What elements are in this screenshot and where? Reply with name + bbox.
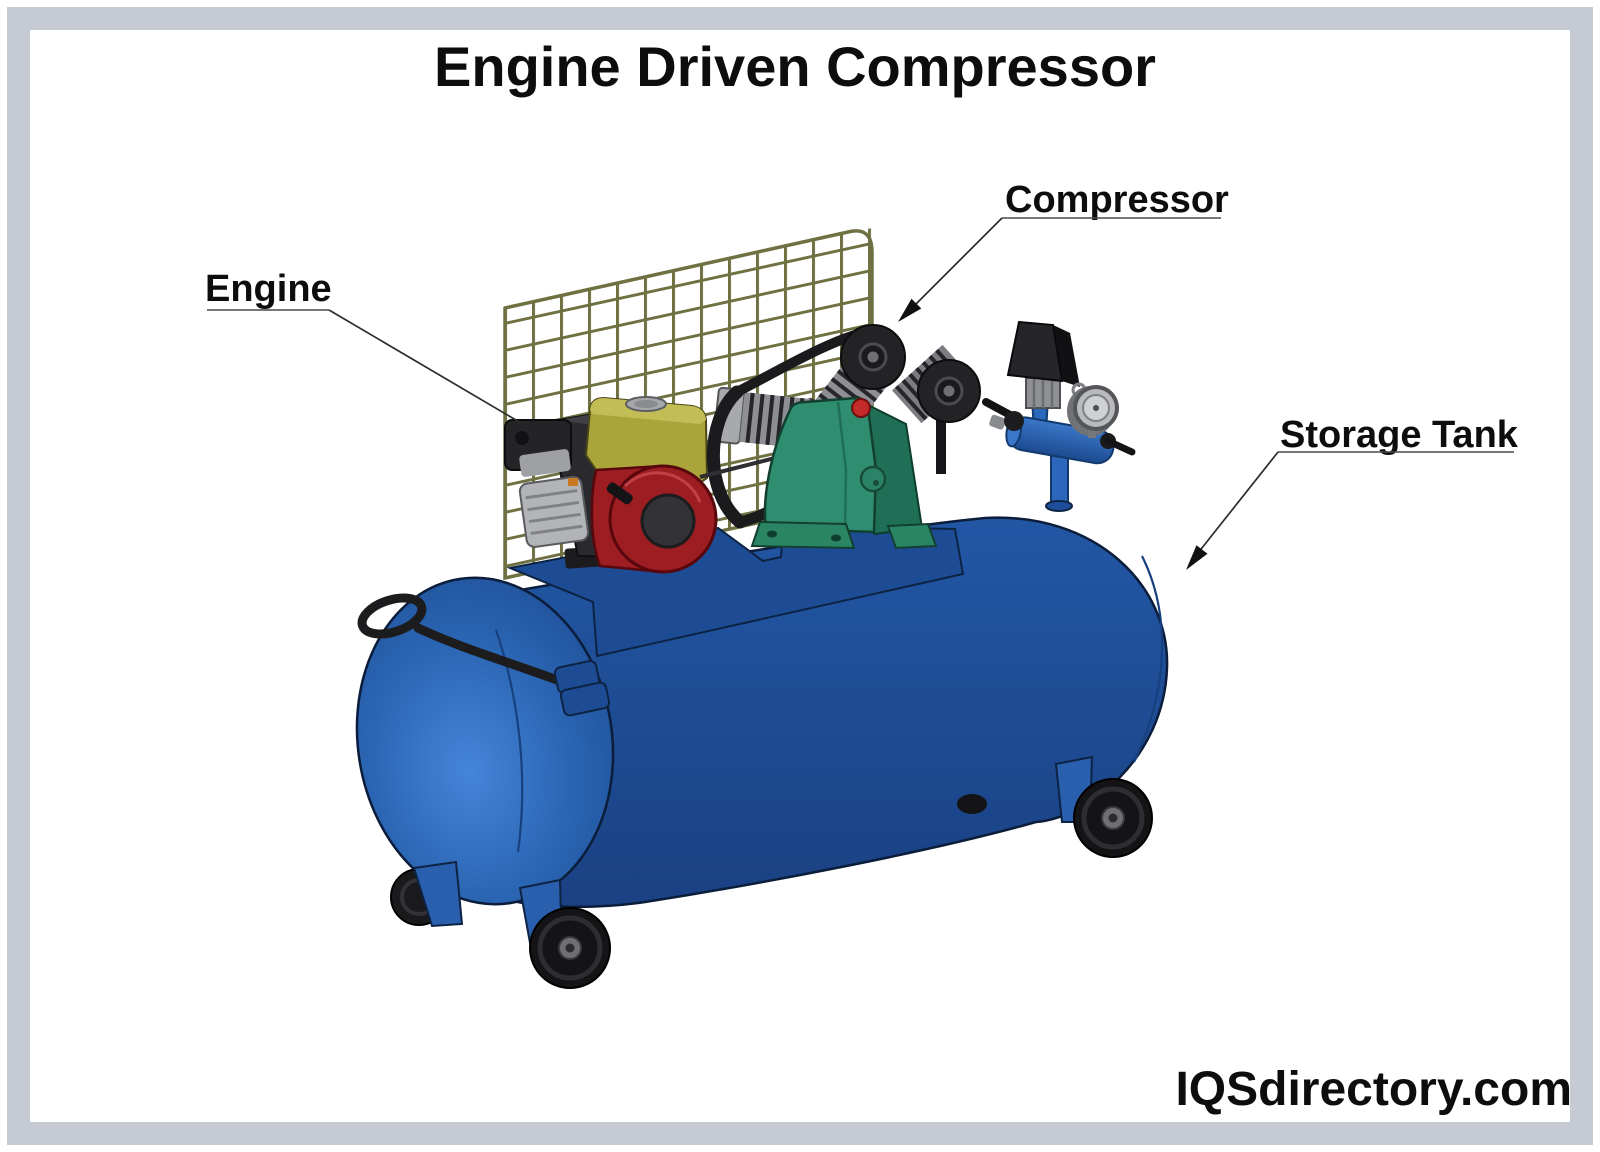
watermark: IQSdirectory.com bbox=[1175, 1063, 1572, 1116]
compressor-arrowhead bbox=[898, 298, 922, 322]
wheel-front-left-rim bbox=[537, 915, 603, 981]
flywheel-pulley-front bbox=[840, 324, 906, 390]
label-compressor: Compressor bbox=[1005, 179, 1229, 221]
leader-line-storage-tank bbox=[1193, 451, 1279, 559]
air-filter-detail bbox=[515, 431, 529, 445]
wheel-front-right-rim bbox=[1081, 786, 1145, 850]
wheels bbox=[390, 755, 1153, 989]
drain-valve-lever bbox=[1104, 437, 1136, 456]
recoil-highlight bbox=[623, 471, 702, 503]
storage-tank-arrowhead bbox=[1186, 545, 1208, 570]
tank-left-dome bbox=[355, 576, 615, 906]
carburetor-detail bbox=[568, 478, 578, 486]
safety-valve-body bbox=[1004, 411, 1024, 431]
belt-loop bbox=[706, 385, 747, 529]
wheel-front-left-bolt bbox=[565, 943, 575, 953]
compressor-foot-front bbox=[750, 520, 856, 550]
handle-grip-loop bbox=[357, 593, 427, 639]
leader-line-engine bbox=[328, 309, 522, 424]
handle-bracket-lower bbox=[559, 681, 611, 717]
pulley-rear-hub bbox=[943, 385, 955, 397]
foot-bolt-left bbox=[767, 530, 777, 538]
crankcase-bolt bbox=[873, 480, 879, 486]
fuel-cap-inner bbox=[634, 400, 658, 408]
compressor-foot-rear bbox=[886, 522, 938, 550]
tank-right-dome-seam bbox=[1133, 555, 1164, 763]
outlet-pipe-collar bbox=[1045, 500, 1073, 512]
crankcase-crease bbox=[836, 401, 848, 531]
compressor-assembly bbox=[699, 324, 981, 550]
label-storage-tank: Storage Tank bbox=[1280, 414, 1519, 456]
callout-engine: Engine bbox=[205, 268, 522, 424]
pressure-switch-box bbox=[1006, 320, 1064, 383]
leader-line-compressor bbox=[907, 217, 1003, 313]
label-engine: Engine bbox=[205, 268, 332, 310]
safety-valve-nut bbox=[989, 414, 1006, 430]
diagram-title: Engine Driven Compressor bbox=[434, 35, 1156, 98]
callout-compressor: Compressor bbox=[898, 179, 1229, 322]
foot-bolt-right bbox=[831, 534, 841, 542]
recoil-center bbox=[640, 493, 696, 549]
pulley-front-hub bbox=[867, 351, 879, 363]
wheel-bracket-rear-left bbox=[412, 860, 464, 928]
muffler bbox=[518, 476, 590, 548]
oil-fill-cap bbox=[851, 398, 871, 418]
pressure-control-assembly bbox=[982, 320, 1136, 512]
tank-handle bbox=[357, 593, 611, 717]
wheel-rear-right bbox=[957, 794, 987, 814]
muffler-heat-shield bbox=[519, 449, 571, 477]
handle-tube bbox=[413, 623, 573, 689]
tank-outlet-pipe bbox=[1050, 455, 1069, 507]
recoil-pull-grip bbox=[606, 482, 633, 505]
pressure-switch-side bbox=[1053, 325, 1080, 387]
pulley-rear bbox=[917, 359, 981, 423]
engine-assembly bbox=[504, 396, 718, 574]
platform-edge-line bbox=[509, 567, 594, 603]
compressor-support-rod bbox=[936, 414, 946, 474]
callout-storage-tank: Storage Tank bbox=[1186, 414, 1519, 570]
muffler-body bbox=[518, 476, 590, 548]
muffler-slats bbox=[525, 489, 583, 535]
switch-fitting-lines bbox=[1032, 378, 1054, 408]
crankcase-bearing-plate bbox=[859, 465, 887, 493]
gauge-needle-pivot bbox=[1093, 405, 1099, 411]
storage-tank bbox=[355, 516, 1169, 909]
wheel-front-right-bolt bbox=[1108, 813, 1118, 823]
